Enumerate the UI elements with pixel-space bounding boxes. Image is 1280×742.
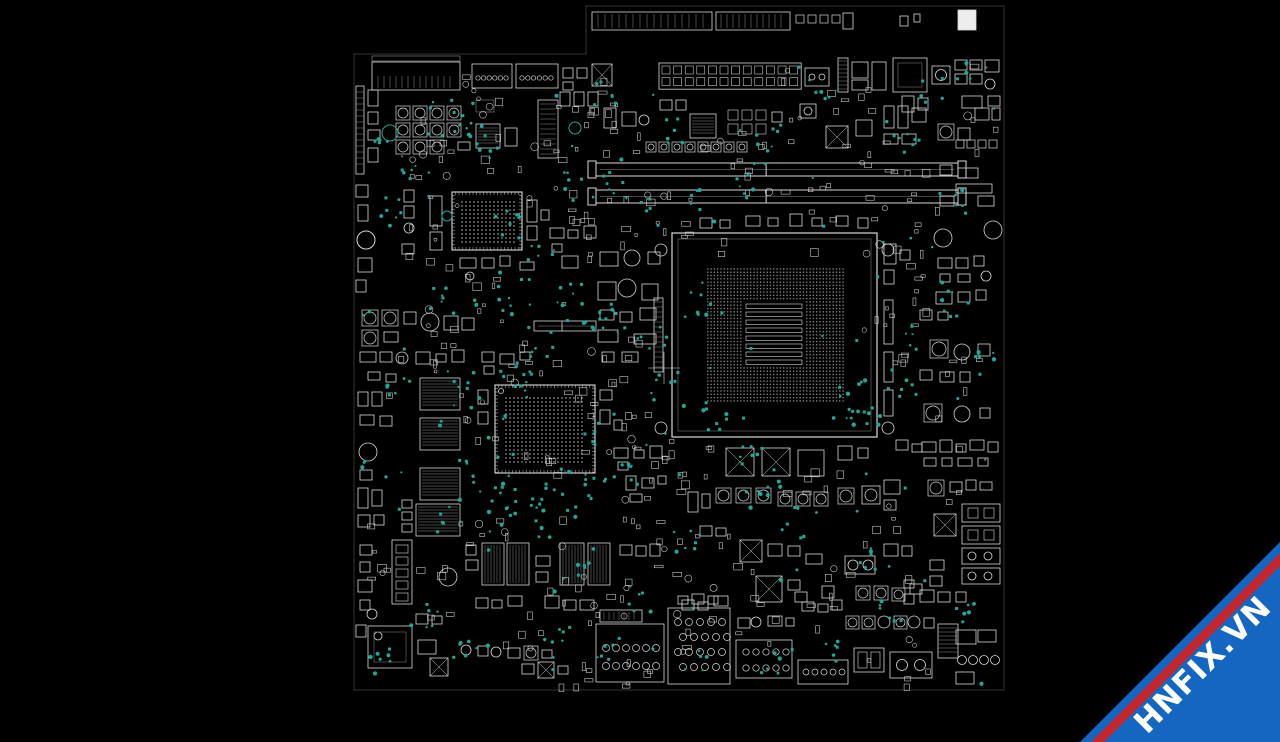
watermark-stripe-icon bbox=[1091, 553, 1280, 742]
testpoint-layer bbox=[360, 61, 997, 686]
board-outline-layer bbox=[353, 5, 1005, 691]
watermark-band bbox=[1080, 542, 1280, 742]
watermark-banner: HNFIX.VN bbox=[1080, 542, 1280, 742]
component-layer bbox=[355, 9, 1003, 692]
